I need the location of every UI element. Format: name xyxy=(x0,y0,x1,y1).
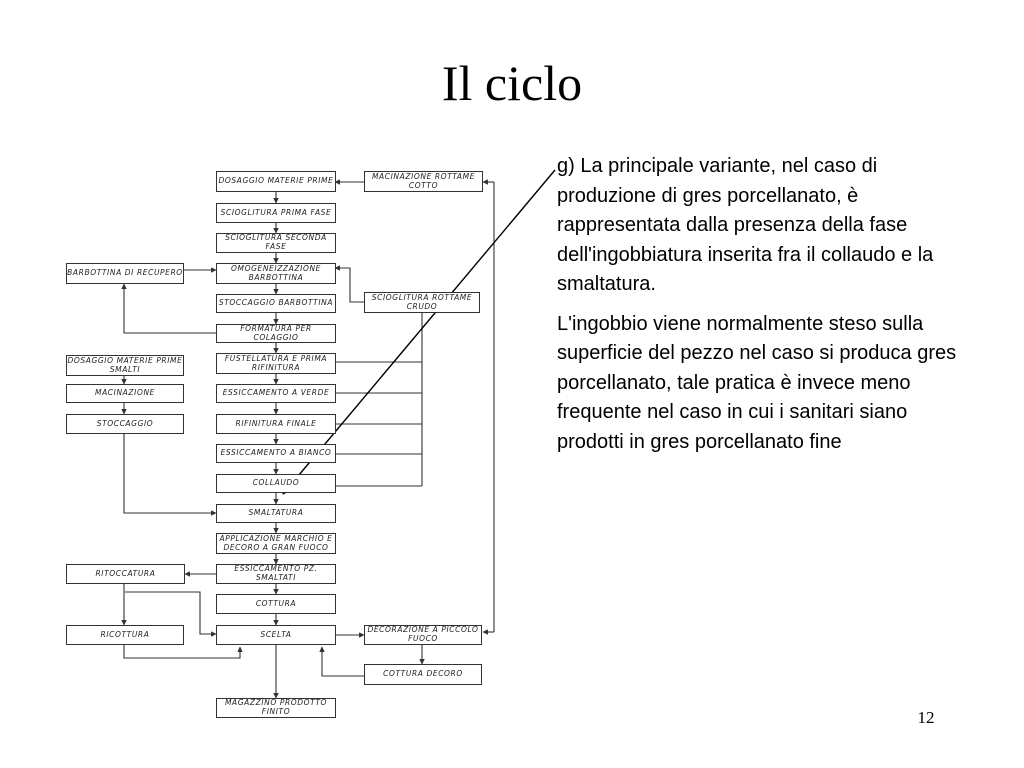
node-stoccaggio-barbottina: STOCCAGGIO BARBOTTINA xyxy=(216,294,336,313)
node-macinazione-rottame: MACINAZIONE ROTTAME COTTO xyxy=(364,171,483,192)
connector xyxy=(123,434,217,516)
node-omogeneizzazione: OMOGENEIZZAZIONE BARBOTTINA xyxy=(216,263,336,284)
node-ritoccatura: RITOCCATURA xyxy=(66,564,185,584)
connector xyxy=(125,591,217,637)
node-magazzino: MAGAZZINO PRODOTTO FINITO xyxy=(216,698,336,718)
node-formatura: FORMATURA PER COLAGGIO xyxy=(216,324,336,343)
node-applicazione-marchio: APPLICAZIONE MARCHIO E DECORO A GRAN FUO… xyxy=(216,533,336,554)
node-smaltatura: SMALTATURA xyxy=(216,504,336,523)
connector xyxy=(123,645,243,659)
slide-title: Il ciclo xyxy=(441,55,583,111)
node-stoccaggio: STOCCAGGIO xyxy=(66,414,184,434)
node-scioglitura1: SCIOGLITURA PRIMA FASE xyxy=(216,203,336,223)
body-text: g) La principale variante, nel caso di p… xyxy=(557,152,969,467)
connector xyxy=(319,646,364,677)
page-number: 12 xyxy=(917,708,935,727)
node-collaudo: COLLAUDO xyxy=(216,474,336,493)
node-ricottura: RICOTTURA xyxy=(66,625,184,645)
node-dosaggio-smalti: DOSAGGIO MATERIE PRIME SMALTI xyxy=(66,355,184,376)
node-decorazione: DECORAZIONE A PICCOLO FUOCO xyxy=(364,625,482,645)
node-cottura-decoro: COTTURA DECORO xyxy=(364,664,482,685)
paragraph-variant: g) La principale variante, nel caso di p… xyxy=(557,155,934,295)
node-dosaggio: DOSAGGIO MATERIE PRIME xyxy=(216,171,336,192)
node-essiccamento-bianco: ESSICCAMENTO A BIANCO xyxy=(216,444,336,463)
callout-arrow xyxy=(282,169,556,495)
paragraph-ingobbio: L'ingobbio viene normalmente steso sulla… xyxy=(557,312,957,453)
node-rifinitura-finale: RIFINITURA FINALE xyxy=(216,414,336,434)
node-essiccamento-smaltati: ESSICCAMENTO PZ. SMALTATI xyxy=(216,564,336,584)
node-cottura: COTTURA xyxy=(216,594,336,614)
connector xyxy=(334,265,364,303)
node-scelta: SCELTA xyxy=(216,625,336,645)
connector xyxy=(121,283,216,334)
node-scioglitura2: SCIOGLITURA SECONDA FASE xyxy=(216,233,336,253)
node-essiccamento-verde: ESSICCAMENTO A VERDE xyxy=(216,384,336,403)
node-scioglitura-rottame: SCIOGLITURA ROTTAME CRUDO xyxy=(364,292,480,313)
node-fustellatura: FUSTELLATURA E PRIMA RIFINITURA xyxy=(216,353,336,374)
node-macinazione: MACINAZIONE xyxy=(66,384,184,403)
node-barbottina-recupero: BARBOTTINA DI RECUPERO xyxy=(66,263,184,284)
